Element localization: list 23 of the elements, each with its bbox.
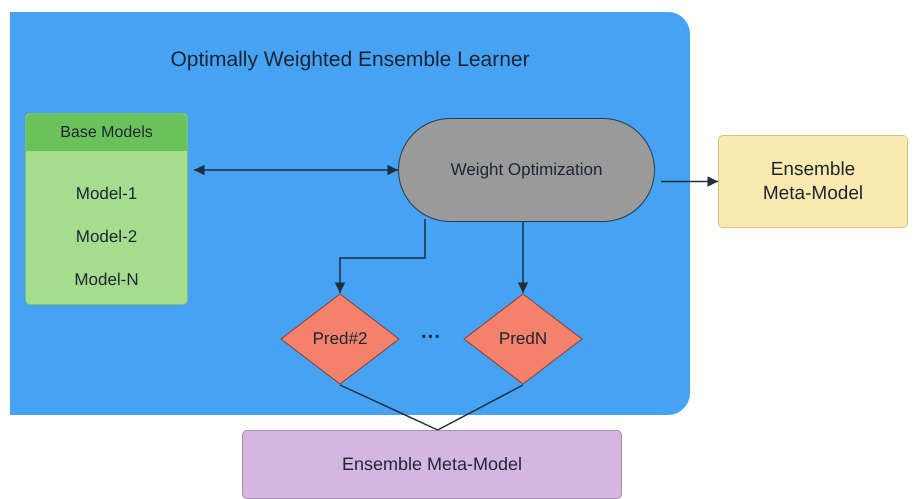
arrow [518, 222, 528, 293]
arrow [334, 219, 426, 293]
node-label: Ensemble Meta-Model [762, 158, 864, 206]
ellipsis-label: ··· [420, 326, 442, 349]
connector-line [340, 384, 438, 431]
arrow [661, 176, 718, 187]
process-box [242, 430, 622, 499]
list-item: Model-N [73, 270, 140, 290]
card-heading: Base Models [59, 124, 154, 142]
container-panel [10, 12, 690, 415]
decision-diamond [280, 293, 400, 385]
node-label: Pred#2 [312, 329, 368, 349]
list-card [25, 113, 188, 305]
decision-diamond [463, 293, 583, 385]
panel-title: Optimally Weighted Ensemble Learner [169, 48, 531, 72]
node-label: Ensemble Meta-Model [340, 453, 524, 476]
list-item: Model-1 [74, 184, 138, 204]
node-label: Weight Optimization [450, 160, 604, 180]
list-item: Model-2 [74, 227, 138, 247]
process-box [718, 135, 908, 228]
arrow [194, 164, 398, 176]
node-label: PredN [498, 329, 548, 349]
connector-line [437, 384, 524, 431]
